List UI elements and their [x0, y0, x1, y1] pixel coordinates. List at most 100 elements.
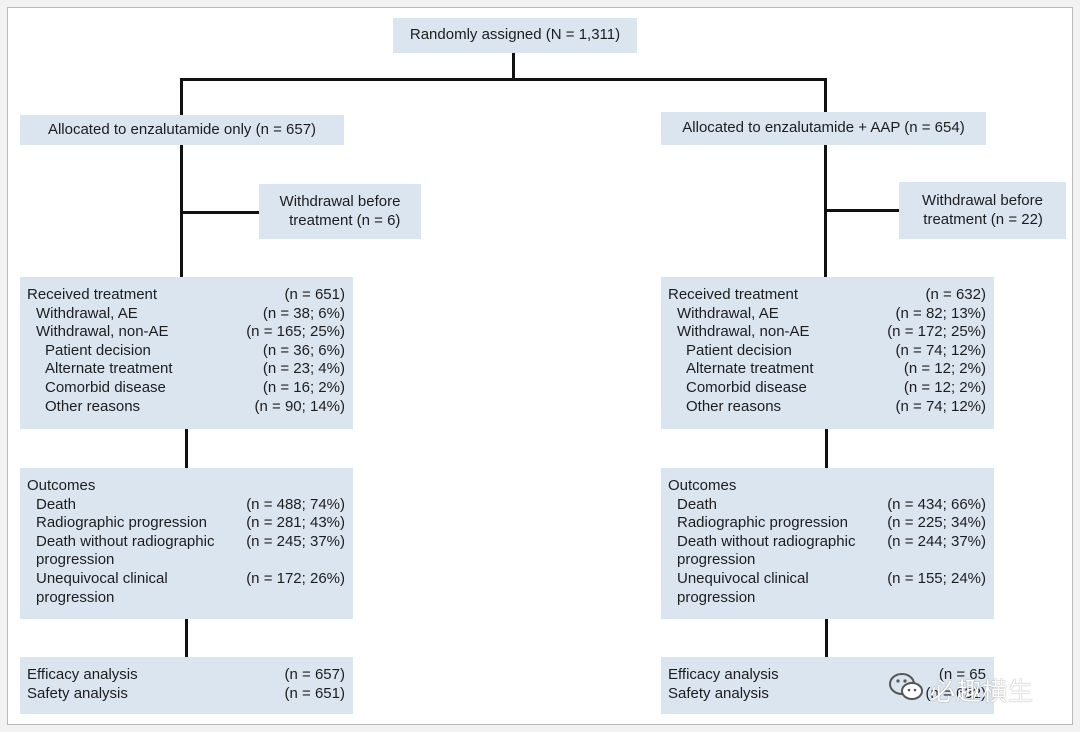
- row-value: (n = 23; 4%): [262, 360, 345, 378]
- connector-left-to-outcomes: [185, 429, 188, 469]
- row-label: Withdrawal, AE: [677, 304, 779, 322]
- row-value: (n = 172; 25%): [887, 323, 986, 341]
- list-row: Efficacy analysis (n = 65: [668, 666, 986, 685]
- row-value: (n = 74; 12%): [895, 397, 986, 415]
- list-row: Comorbid disease (n = 16; 2%): [27, 379, 345, 398]
- list-row: Patient decision (n = 36; 6%): [27, 342, 345, 361]
- analysis-box-enzalutamide-only: Efficacy analysis(n = 657)Safety analysi…: [20, 657, 353, 714]
- row-label: Radiographic progression: [677, 514, 848, 532]
- treatment-box-enzalutamide-aap: Received treatment (n = 632) Withdrawal, A…: [661, 277, 994, 429]
- list-row: Radiographic progression (n = 225; 34%): [668, 514, 986, 533]
- row-label: Other reasons: [686, 397, 782, 415]
- list-row: Death (n = 488; 74%): [27, 496, 345, 515]
- row-label: Withdrawal, non-AE: [677, 323, 810, 341]
- row-value: (n = 632): [925, 286, 986, 303]
- list-row: Outcomes: [668, 477, 986, 496]
- randomized-label: Randomly assigned (N = 1,311): [409, 26, 621, 44]
- treatment-box-enzalutamide-only: Received treatment (n = 651) Withdrawal, A…: [20, 277, 353, 429]
- connector-root-horizontal: [180, 78, 827, 81]
- row-value: (n = 36; 6%): [262, 341, 345, 359]
- row-label: Efficacy analysis: [27, 666, 138, 683]
- list-row: Safety analysis (n = 651): [27, 685, 345, 704]
- row-label: Patient decision: [45, 341, 151, 359]
- row-value: (n = 225; 34%): [887, 514, 986, 532]
- list-row: Efficacy analysis(n = 657): [27, 666, 345, 685]
- withdrawal-line-1: Withdrawal before: [922, 191, 1043, 209]
- row-label: Withdrawal, non-AE: [36, 323, 169, 341]
- row-label: Efficacy analysis: [668, 666, 779, 683]
- list-row: Alternate treatment (n = 23; 4%): [27, 360, 345, 379]
- list-row: Outcomes: [27, 477, 345, 496]
- list-row: Withdrawal, AE (n = 82; 13%): [668, 305, 986, 324]
- row-value: (n = 434; 66%): [887, 495, 986, 513]
- watermark-text: 必趣横生: [930, 677, 1035, 706]
- row-value: (n = 65: [938, 666, 986, 683]
- row-value: (n = 12; 2%): [903, 378, 986, 396]
- list-row: Received treatment (n = 632): [668, 286, 986, 305]
- list-row: Withdrawal, AE (n = 38; 6%): [27, 305, 345, 324]
- connector-left-drop: [180, 78, 183, 116]
- row-value: (n = 651): [284, 684, 345, 702]
- row-value: (n = 281; 43%): [246, 514, 345, 532]
- list-row: Withdrawal, non-AE (n = 172; 25%): [668, 323, 986, 342]
- row-value: (n = 165; 25%): [246, 323, 345, 341]
- list-row: Death without radiographic progression(n…: [27, 533, 345, 570]
- row-label: Unequivocal clinical progression: [677, 569, 809, 606]
- row-label: Alternate treatment: [45, 360, 173, 378]
- row-value: (n = 651): [284, 286, 345, 303]
- connector-right-drop: [824, 78, 827, 116]
- row-value: (n = 12; 2%): [903, 360, 986, 378]
- row-label: Received treatment: [668, 286, 799, 303]
- row-value: (n = 82; 13%): [895, 304, 986, 322]
- randomized-box: Randomly assigned (N = 1,311): [393, 18, 637, 53]
- connector-right-to-analysis: [825, 619, 828, 658]
- list-row: Alternate treatment (n = 12; 2%): [668, 360, 986, 379]
- row-value: (n = 172; 26%): [246, 569, 345, 587]
- row-value: (n = 16; 2%): [262, 378, 345, 396]
- row-label: Safety analysis: [27, 684, 128, 702]
- row-label: Death: [677, 495, 718, 513]
- connector-right-to-outcomes: [825, 429, 828, 469]
- row-value: (n = 38; 6%): [262, 304, 345, 322]
- list-row: Safety analysis(n = 632): [668, 685, 986, 704]
- connector-root-vertical: [512, 52, 515, 80]
- list-row: Patient decision (n = 74; 12%): [668, 342, 986, 361]
- row-label: Withdrawal, AE: [36, 304, 138, 322]
- row-value: (n = 74; 12%): [895, 341, 986, 359]
- analysis-box-enzalutamide-aap: Efficacy analysis (n = 65 Safety analysis(…: [661, 657, 994, 714]
- row-label: Unequivocal clinical progression: [36, 569, 168, 606]
- row-label: Comorbid disease: [686, 378, 807, 396]
- list-row: Unequivocal clinical progression (n = 172…: [27, 570, 345, 607]
- row-label: Outcomes: [668, 477, 737, 494]
- list-row: Death (n = 434; 66%): [668, 496, 986, 515]
- connector-left-to-analysis: [185, 619, 188, 658]
- row-label: Comorbid disease: [45, 378, 166, 396]
- withdrawal-line-1: Withdrawal before: [279, 192, 401, 210]
- consort-flow-diagram: Randomly assigned (N = 1,311) Allocated …: [7, 7, 1073, 725]
- connector-right-withdrawal: [824, 209, 900, 212]
- wechat-icon: [888, 671, 924, 708]
- row-value: (n = 155; 24%): [887, 569, 986, 587]
- list-row: Other reasons (n = 74; 12%): [668, 398, 986, 417]
- row-label: Alternate treatment: [686, 360, 814, 378]
- row-value: (n = 488; 74%): [246, 495, 345, 513]
- watermark: 必趣横生: [888, 671, 1034, 708]
- row-label: Death without radiographic progression: [36, 532, 215, 569]
- row-label: Patient decision: [686, 341, 792, 359]
- withdrawal-line-2: treatment (n = 22): [923, 210, 1043, 228]
- list-row: Radiographic progression (n = 281; 43%): [27, 514, 345, 533]
- row-label: Death: [36, 495, 77, 513]
- row-label: Safety analysis: [668, 684, 769, 702]
- withdrawal-box-enzalutamide-only: Withdrawal before treatment (n = 6): [259, 184, 421, 239]
- allocation-box-enzalutamide-aap: Allocated to enzalutamide + AAP (n = 654…: [661, 112, 986, 145]
- row-label: Death without radiographic progression: [677, 532, 856, 569]
- row-label: Received treatment: [27, 286, 158, 303]
- connector-left-withdrawal: [180, 211, 260, 214]
- list-row: Death without radiographic progression(n…: [668, 533, 986, 570]
- row-label: Radiographic progression: [36, 514, 207, 532]
- row-label: Other reasons: [45, 397, 141, 415]
- allocation-label: Allocated to enzalutamide + AAP (n = 654…: [682, 119, 965, 137]
- withdrawal-line-2: treatment (n = 6): [289, 211, 401, 229]
